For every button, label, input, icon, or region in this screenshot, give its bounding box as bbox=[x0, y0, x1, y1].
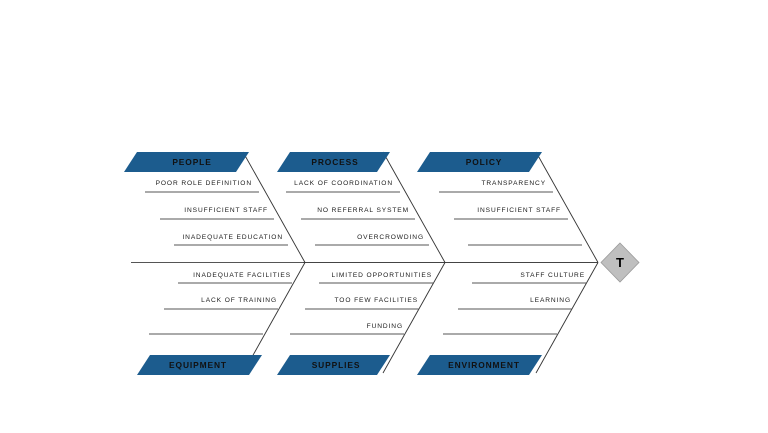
causes-process: LACK OF COORDINATION NO REFERRAL SYSTEM … bbox=[286, 180, 429, 246]
banner-people-shape bbox=[124, 152, 249, 172]
cause-label: INSUFFICIENT STAFF bbox=[477, 207, 561, 214]
cause-label: NO REFERRAL SYSTEM bbox=[317, 207, 409, 214]
cause-label: TOO FEW FACILITIES bbox=[335, 297, 419, 304]
cause-label: FUNDING bbox=[367, 323, 403, 330]
banner-environment-shape bbox=[417, 355, 542, 375]
rib-people bbox=[242, 151, 306, 263]
banner-process[interactable]: PROCESS bbox=[277, 152, 390, 172]
top-ribs-group bbox=[242, 151, 599, 263]
cause-label: POOR ROLE DEFINITION bbox=[156, 180, 252, 187]
causes-policy: TRANSPARENCY INSUFFICIENT STAFF bbox=[439, 180, 582, 246]
cause-label: TRANSPARENCY bbox=[481, 180, 546, 187]
banner-people[interactable]: PEOPLE bbox=[124, 152, 249, 172]
rib-equipment bbox=[242, 262, 306, 374]
banner-environment-label: ENVIRONMENT bbox=[448, 360, 520, 370]
banner-policy[interactable]: POLICY bbox=[417, 152, 542, 172]
banner-equipment[interactable]: EQUIPMENT bbox=[137, 355, 262, 375]
cause-label: LACK OF TRAINING bbox=[201, 297, 277, 304]
cause-label: STAFF CULTURE bbox=[520, 272, 585, 279]
cause-label: OVERCROWDING bbox=[357, 234, 424, 241]
banner-process-shape bbox=[277, 152, 390, 172]
banner-supplies[interactable]: SUPPLIES bbox=[277, 355, 390, 375]
banner-process-label: PROCESS bbox=[311, 157, 358, 167]
cause-label: INADEQUATE EDUCATION bbox=[182, 234, 283, 241]
causes-equipment: INADEQUATE FACILITIES LACK OF TRAINING bbox=[149, 272, 292, 335]
cause-label: INADEQUATE FACILITIES bbox=[193, 272, 291, 279]
diamond-icon bbox=[600, 242, 640, 283]
banner-equipment-shape bbox=[137, 355, 262, 375]
effect-head-label: T bbox=[616, 255, 624, 270]
banner-environment[interactable]: ENVIRONMENT bbox=[417, 355, 542, 375]
causes-people: POOR ROLE DEFINITION INSUFFICIENT STAFF … bbox=[131, 180, 303, 263]
banner-policy-shape bbox=[417, 152, 542, 172]
cause-label: LIMITED OPPORTUNITIES bbox=[332, 272, 432, 279]
rib-policy bbox=[535, 151, 599, 263]
banner-equipment-label: EQUIPMENT bbox=[169, 360, 227, 370]
banner-supplies-label: SUPPLIES bbox=[312, 360, 361, 370]
banner-policy-label: POLICY bbox=[466, 157, 503, 167]
cause-label: INSUFFICIENT STAFF bbox=[184, 207, 268, 214]
cause-label: LEARNING bbox=[530, 297, 571, 304]
rib-process bbox=[382, 151, 446, 263]
rib-supplies bbox=[382, 262, 446, 374]
banner-people-label: PEOPLE bbox=[172, 157, 211, 167]
effect-head[interactable]: T bbox=[600, 242, 640, 283]
rib-environment bbox=[535, 262, 599, 374]
bottom-ribs-group bbox=[242, 262, 599, 374]
banner-supplies-shape bbox=[277, 355, 390, 375]
causes-environment: STAFF CULTURE LEARNING bbox=[443, 272, 586, 335]
cause-label: LACK OF COORDINATION bbox=[294, 180, 393, 187]
causes-supplies: LIMITED OPPORTUNITIES TOO FEW FACILITIES… bbox=[290, 272, 433, 335]
